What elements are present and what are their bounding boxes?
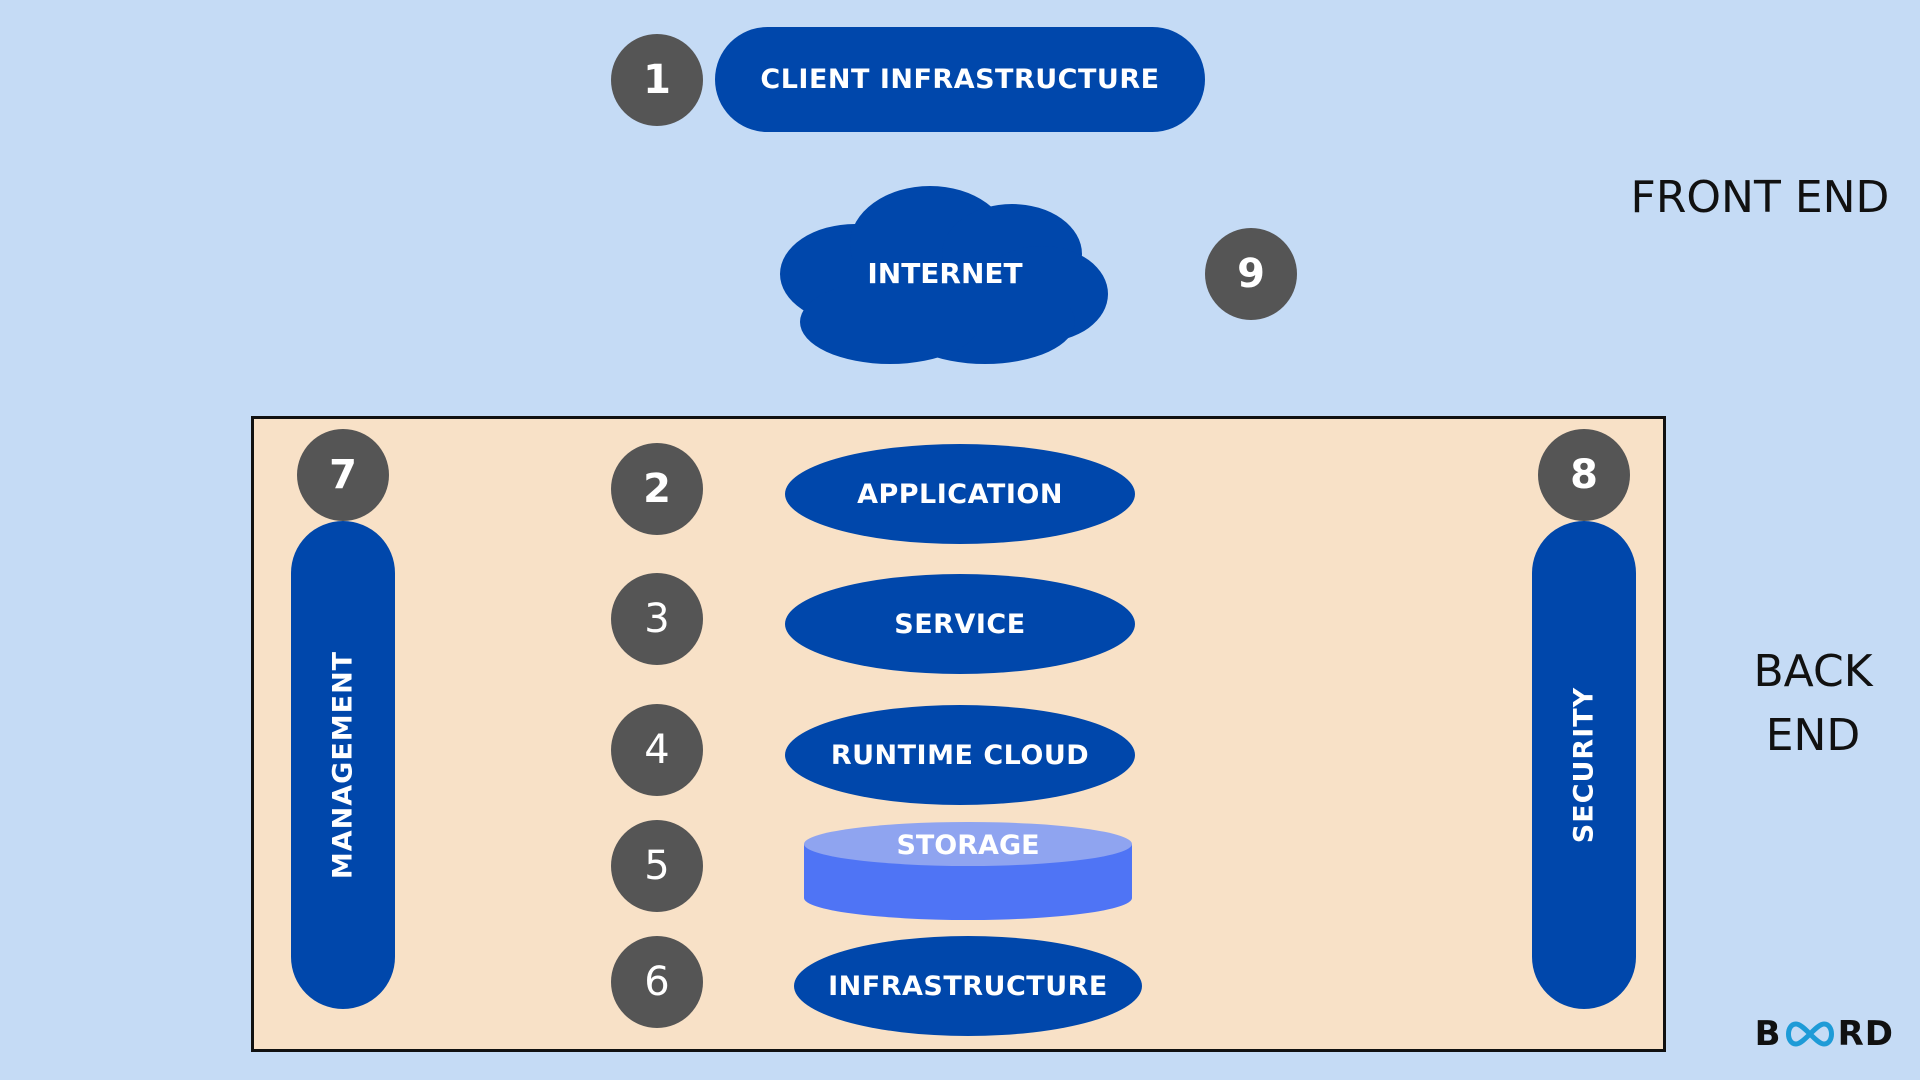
internet-cloud: INTERNET (780, 182, 1110, 364)
storage-cylinder: STORAGE (804, 820, 1132, 920)
management-pill: MANAGEMENT (291, 521, 395, 1009)
logo-text-end: RD (1837, 1014, 1894, 1054)
storage-label: STORAGE (896, 829, 1040, 861)
client-infrastructure-label: CLIENT INFRASTRUCTURE (760, 64, 1160, 95)
service-label: SERVICE (894, 608, 1026, 640)
step-number-7: 7 (297, 429, 389, 521)
board-logo: B RD (1755, 1014, 1894, 1054)
management-label: MANAGEMENT (327, 650, 359, 880)
internet-label: INTERNET (867, 256, 1023, 290)
front-end-label: FRONT END (1630, 172, 1890, 223)
service-pill: SERVICE (785, 574, 1135, 674)
infrastructure-label: INFRASTRUCTURE (828, 970, 1108, 1002)
step-number-3: 3 (611, 573, 703, 665)
logo-text-start: B (1754, 1014, 1782, 1054)
back-end-label-line1: BACK (1753, 646, 1873, 697)
client-infrastructure-pill: CLIENT INFRASTRUCTURE (715, 27, 1205, 132)
step-number-2: 2 (611, 443, 703, 535)
security-label: SECURITY (1568, 686, 1600, 844)
application-pill: APPLICATION (785, 444, 1135, 544)
step-number-4: 4 (611, 704, 703, 796)
security-pill: SECURITY (1532, 521, 1636, 1009)
step-number-5: 5 (611, 820, 703, 912)
step-number-8: 8 (1538, 429, 1630, 521)
step-number-1: 1 (611, 34, 703, 126)
infrastructure-pill: INFRASTRUCTURE (794, 936, 1142, 1036)
infinity-icon (1785, 1021, 1834, 1047)
application-label: APPLICATION (857, 478, 1063, 510)
step-number-6: 6 (611, 936, 703, 1028)
cloud-icon (780, 186, 1108, 364)
back-end-label: BACK END (1720, 640, 1906, 768)
database-icon (804, 822, 1132, 920)
runtime-cloud-label: RUNTIME CLOUD (830, 739, 1090, 771)
runtime-cloud-pill: RUNTIME CLOUD (785, 705, 1135, 805)
step-number-9: 9 (1205, 228, 1297, 320)
back-end-label-line2: END (1765, 710, 1861, 761)
